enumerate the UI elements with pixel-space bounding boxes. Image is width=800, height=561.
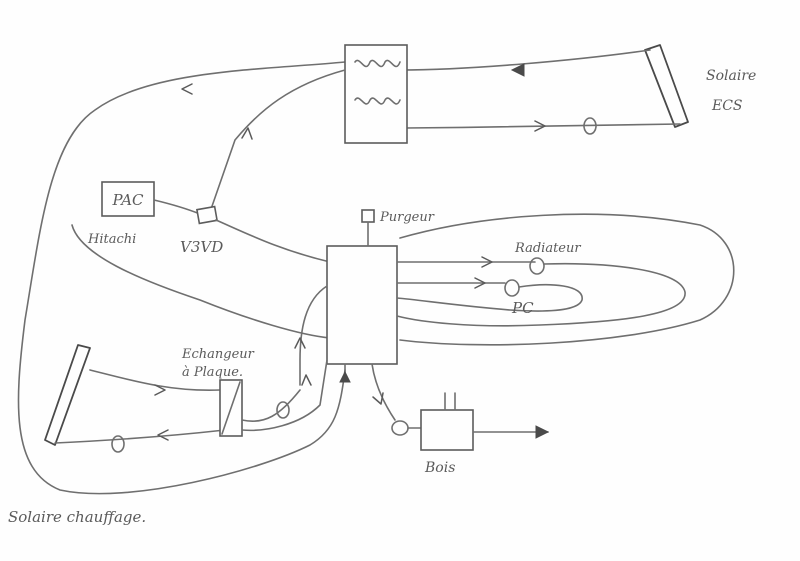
bois-label: Bois (424, 460, 455, 476)
stove-chimney (444, 392, 456, 411)
ecs-supply-line (399, 49, 651, 71)
ecs-return-arrow (534, 120, 546, 132)
echangeur-label-line2: à Plaque. (182, 365, 243, 380)
echangeur-secondary-return (241, 359, 328, 432)
pc-loop (396, 283, 583, 312)
radiateur-pump-circle (529, 257, 545, 275)
pc-arrow (474, 277, 486, 289)
wood-stove (420, 409, 474, 451)
solar-ecs-collector (644, 44, 689, 128)
outer-heating-loop (17, 61, 346, 495)
radiateur-loop (396, 262, 686, 327)
purgeur-valve (361, 209, 375, 223)
radiateur-label: Radiateur (514, 241, 581, 256)
ecs-return-line (404, 123, 681, 129)
hub-to-stove-arrow (372, 392, 384, 405)
hub-to-stove-line (371, 363, 396, 421)
hitachi-label: Hitachi (87, 232, 136, 247)
pac-unit (101, 181, 155, 217)
dhw-tank (344, 44, 408, 144)
v3v-to-tank-line (209, 69, 346, 213)
hub-to-echangeur-line (299, 285, 328, 386)
stove-pump-circle (391, 420, 409, 436)
stove-return-arrow (339, 370, 351, 383)
solar-heating-pump-circle (111, 435, 125, 453)
solar-heating-return-arrow (157, 429, 169, 441)
solar-heating-collector (44, 344, 91, 446)
v3v-label: V3VD (180, 238, 223, 256)
dhw-tank-coil (354, 59, 401, 105)
solaire-ecs-label-line1: Solaire (706, 68, 756, 84)
v3v-to-hub-line (215, 219, 331, 263)
central-hub (326, 245, 398, 365)
plate-exchanger-diagonal (221, 381, 241, 435)
echangeur-secondary-arrow (301, 374, 312, 386)
solar-heating-supply (89, 369, 221, 392)
outer-loop-arrow (181, 83, 193, 95)
hitachi-return-loop (71, 224, 331, 339)
echangeur-label-line1: Echangeur (181, 347, 255, 362)
pc-label: PC (511, 299, 534, 317)
echangeur-pump-circle (276, 401, 290, 419)
right-outer-loop (399, 213, 735, 346)
v3v-up-arrow (241, 127, 253, 140)
ecs-supply-arrow (510, 63, 525, 77)
solaire-chauffage-label: Solaire chauffage. (8, 508, 146, 526)
echangeur-secondary-line (241, 389, 301, 422)
solaire-ecs-label-line2: ECS (711, 98, 743, 114)
stove-outlet-arrow (535, 425, 550, 439)
solar-heating-supply-arrow (154, 384, 166, 396)
ecs-pump-circle (583, 117, 597, 135)
v3v-valve (195, 205, 219, 225)
hub-down-arrow (294, 337, 306, 349)
solar-heating-return (54, 429, 226, 444)
pac-to-v3v-line (153, 199, 201, 215)
radiateur-arrow (481, 256, 493, 268)
purgeur-label: Purgeur (379, 210, 435, 225)
pac-label: PAC (111, 191, 144, 209)
pc-pump-circle (504, 279, 520, 297)
